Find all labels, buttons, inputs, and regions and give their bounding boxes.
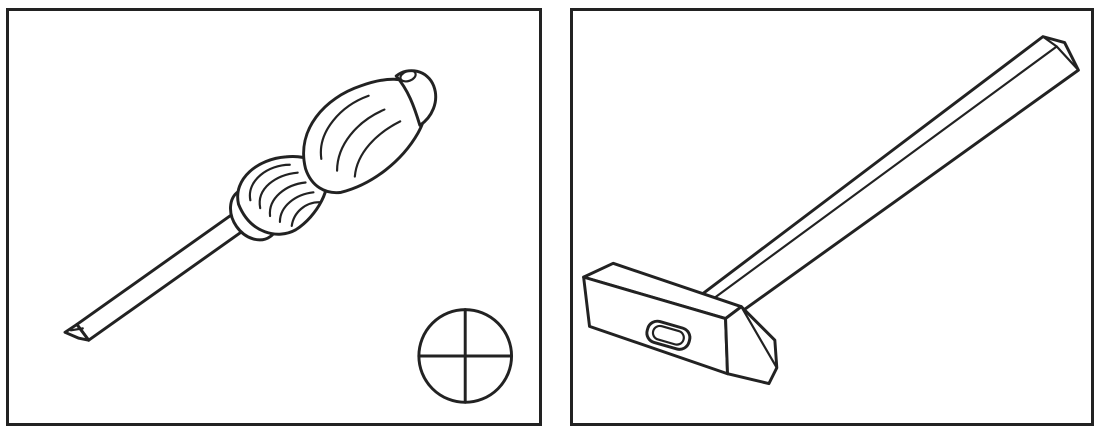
screwdriver-shaft — [63, 212, 246, 342]
hammer-head — [582, 261, 779, 386]
screwdriver-panel — [6, 8, 542, 426]
screwdriver-handle — [302, 69, 438, 195]
phillips-cross-icon — [417, 308, 514, 404]
phillips-screwdriver-icon — [63, 69, 514, 404]
hammer-icon — [582, 35, 1080, 386]
hammer-panel — [570, 8, 1094, 426]
hammer-handle — [694, 35, 1080, 326]
